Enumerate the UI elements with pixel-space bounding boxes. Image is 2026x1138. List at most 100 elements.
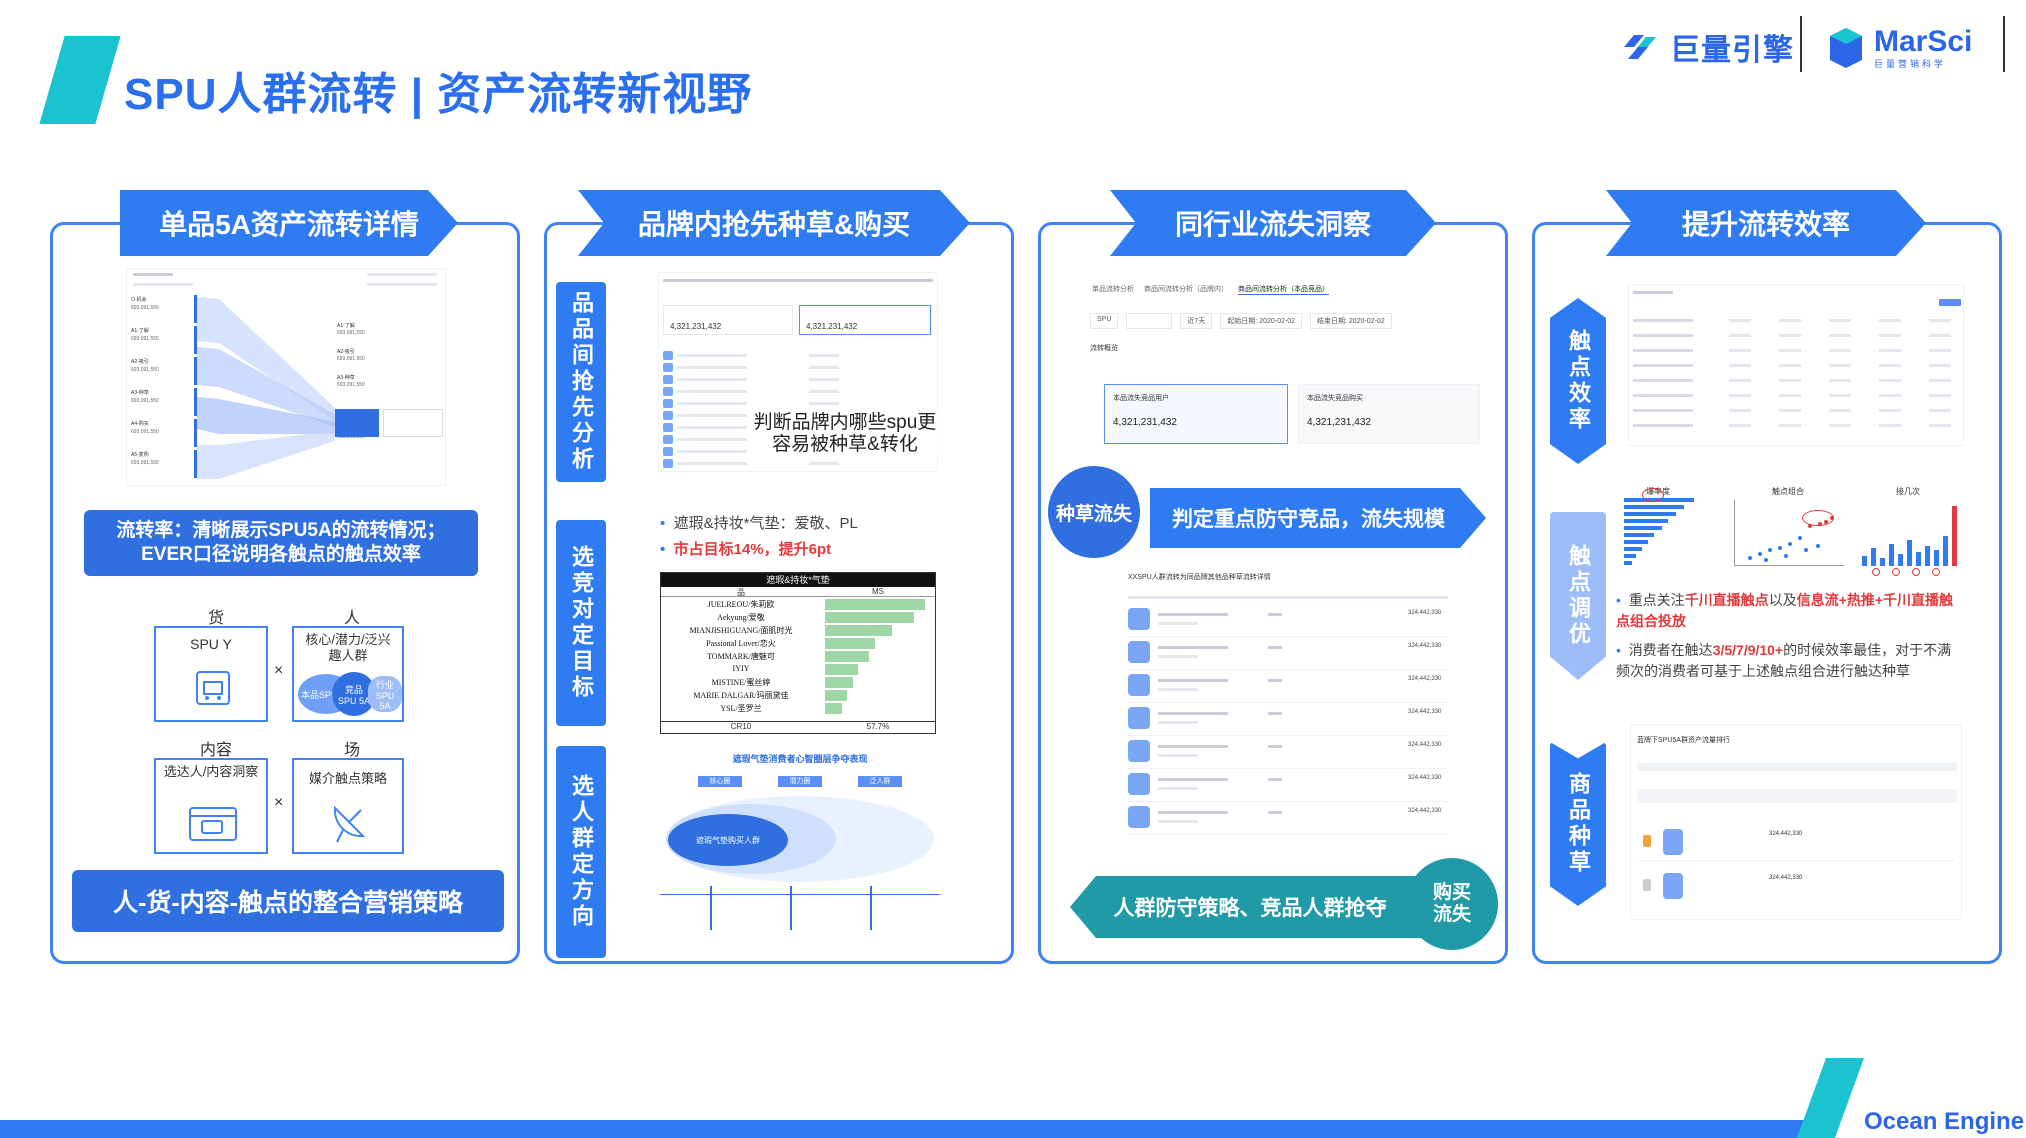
tp-row-cell (1879, 379, 1901, 382)
tp-row-cell (1879, 319, 1901, 322)
filter-end[interactable]: 结束日期: 2020-02-02 (1310, 313, 1392, 329)
tp-row-cell (1729, 379, 1751, 382)
filter-period[interactable]: 近7天 (1180, 313, 1213, 329)
goods-box: SPU Y (154, 626, 268, 722)
filter-start[interactable]: 起始日期: 2020-02-02 (1220, 313, 1303, 329)
tp-row-cell (1779, 334, 1801, 337)
title-accent-bar (39, 36, 121, 124)
combo-point (1768, 548, 1772, 552)
tp-row-cell (1729, 319, 1751, 322)
venn-tick-2 (790, 886, 792, 930)
spu-name-line (677, 390, 747, 393)
ocean-engine-logo-icon (1620, 27, 1660, 67)
purchase-churn-tag: 购买流失 (1406, 858, 1498, 950)
churn-card-1-label: 本品流失竞品用户 (1113, 395, 1169, 402)
defense-strategy-arrow: 人群防守策略、竞品人群抢夺 (1070, 876, 1430, 938)
tp-row-cell (1779, 424, 1801, 427)
reach-highlight-circle (1642, 488, 1664, 502)
metric-card-2: 4,321,231,432 (799, 305, 931, 335)
spu-value-line (809, 390, 839, 393)
venn-axis (660, 894, 940, 895)
churn-sub-line (1158, 688, 1198, 691)
tp-row-cell (1729, 349, 1751, 352)
spu-thumb (663, 447, 673, 456)
churn-sub-line (1158, 721, 1198, 724)
tp-row-cell (1929, 364, 1951, 367)
ms-brand: TOMMARK/唐魅可 (707, 652, 775, 661)
panel-2-heading: 品牌内抢先种草&购买 (578, 190, 970, 256)
churn-tab-2[interactable]: 商品间流转分析（品牌内） (1144, 286, 1228, 293)
ms-bar (825, 599, 925, 610)
churn-sub-line (1158, 754, 1198, 757)
venn-chart-title: 遮瑕气垫消费者心智圈层争夺表现 (732, 754, 868, 764)
tp-row-label (1633, 394, 1693, 397)
churn-thumb (1128, 773, 1150, 795)
frequency-bar (1925, 546, 1930, 566)
reach-bar (1624, 533, 1654, 537)
combo-highlight-circle (1802, 510, 1834, 526)
touchpoint-bullet-2: • 消费者在触达3/5/7/9/10+的时候效率最佳，对于不满频次的消费者可基于… (1616, 642, 1952, 679)
ms-brand: MIANJISHIGUANG/面肌时光 (689, 626, 793, 635)
spu-value-line (809, 462, 839, 465)
side-label-spu-analysis: 品品间抢先分析 (556, 282, 606, 482)
filter-spu[interactable]: SPU (1090, 313, 1119, 329)
spu-thumb (663, 351, 673, 360)
tp-row-cell (1929, 334, 1951, 337)
churn-sub-line (1158, 622, 1198, 625)
filter-blank-1[interactable] (1126, 313, 1173, 329)
table-col-brand: 品 (737, 588, 745, 597)
key-competitor-arrow: 判定重点防守竞品，流失规模 (1150, 488, 1486, 548)
frequency-bar (1907, 540, 1912, 566)
ms-brand: IYIY (732, 664, 750, 673)
churn-card-1: 本品流失竞品用户 4,321,231,432 (1104, 384, 1288, 444)
tp-b1-mid: 以及 (1768, 592, 1797, 608)
spu-value-line (809, 378, 839, 381)
tp-row-cell (1879, 349, 1901, 352)
venn-center: 遮瑕气垫购买人群 (668, 814, 788, 866)
tp-b2-hl: 3/5/7/9/10+ (1712, 642, 1784, 658)
frequency-bar-chart: 接几次 (1856, 486, 1960, 576)
ms-bar (825, 651, 869, 662)
churn-row-divider (1128, 768, 1448, 769)
frequency-bar (1952, 506, 1957, 566)
side-label-competitor-target: 选竞对定目标 (556, 520, 606, 726)
frequency-bar (1943, 536, 1948, 566)
churn-name-line (1158, 646, 1228, 649)
churn-card-2: 本品流失竞品购买 4,321,231,432 (1298, 384, 1480, 444)
churn-thumb (1128, 674, 1150, 696)
flow-highlight-node (335, 409, 379, 437)
bottom-bar (0, 1120, 1810, 1138)
frequency-bar (1898, 554, 1903, 566)
churn-tab-3[interactable]: 商品间流转分析（本品竞品） (1238, 286, 1329, 295)
ms-brand: MISTINE/蜜丝婷 (711, 678, 771, 687)
spu-thumb (663, 411, 673, 420)
side-label-touchpoint-tuning: 触点调优 (1550, 512, 1606, 680)
churn-tab-1[interactable]: 单品流转分析 (1092, 286, 1134, 293)
combo-point (1758, 552, 1762, 556)
tp-row-cell (1929, 319, 1951, 322)
churn-mid-line (1268, 745, 1282, 748)
ranking-row-2: 324,442,330 (1639, 869, 1955, 905)
flow-left-value: 693,091,550 (131, 398, 159, 404)
tp-row-label (1633, 334, 1693, 337)
competitor-bullet-1-text: 遮瑕&持妆*气垫：爱敬、PL (673, 515, 858, 532)
flow-right-value: 693,091,550 (337, 330, 365, 336)
reach-bar (1624, 505, 1684, 509)
combo-point (1764, 558, 1768, 562)
phone-cart-icon (196, 671, 230, 705)
venn-tick-1 (710, 886, 712, 930)
spu-label: SPU Y (190, 636, 232, 652)
flow-right-value: 693,091,550 (337, 356, 365, 362)
flow-right-label: A1-了解 (337, 323, 355, 329)
label-goods: 货 (207, 610, 224, 627)
competitor-bullet-2-text: 市占目标14%，提升6pt (673, 541, 832, 558)
churn-thumb (1128, 641, 1150, 663)
flow-left-label: O-机会 (131, 297, 147, 303)
tp-row-cell (1879, 364, 1901, 367)
combo-scatter-title: 触点组合 (1772, 487, 1804, 496)
